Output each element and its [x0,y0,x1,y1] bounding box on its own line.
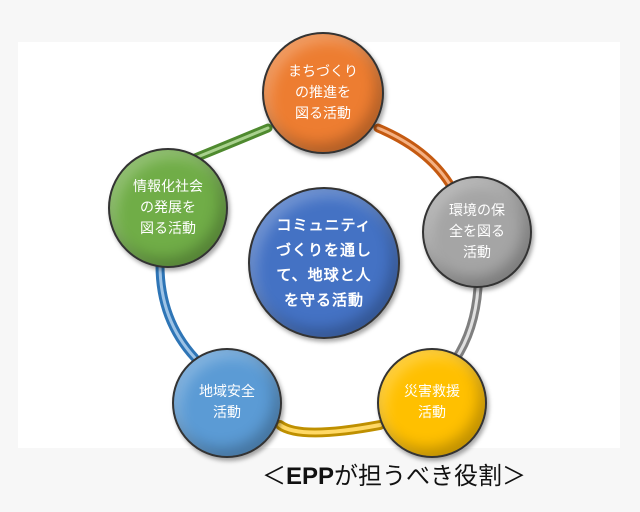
connector-orange [373,123,457,193]
node-label: 情報化社会 の発展を 図る活動 [133,178,203,237]
node-disaster-relief: 災害救援 活動 [377,348,487,458]
node-environment: 環境の保 全を図る 活動 [422,176,532,288]
node-information-society: 情報化社会 の発展を 図る活動 [108,148,228,268]
connector-blue [155,260,200,363]
center-node-label: コミュニティ づくりを通し て、地球と人 を守る活動 [275,216,372,309]
center-node-community: コミュニティ づくりを通し て、地球と人 を守る活動 [248,187,400,339]
connector-gray [450,283,483,365]
caption: ＜EPPが担うべき役割＞ [262,456,526,491]
caption-text: が担うべき役割 [334,462,503,490]
node-label: 環境の保 全を図る 活動 [449,202,505,261]
caption-open-bracket: ＜ [262,462,286,490]
node-label: まちづくり の推進を 図る活動 [288,63,358,122]
caption-epp: EPP [286,463,335,490]
node-town-development: まちづくり の推進を 図る活動 [262,32,384,154]
node-label: 地域安全 活動 [199,384,255,421]
node-community-safety: 地域安全 活動 [172,348,282,458]
node-label: 災害救援 活動 [404,384,460,421]
caption-close-bracket: ＞ [502,462,527,490]
